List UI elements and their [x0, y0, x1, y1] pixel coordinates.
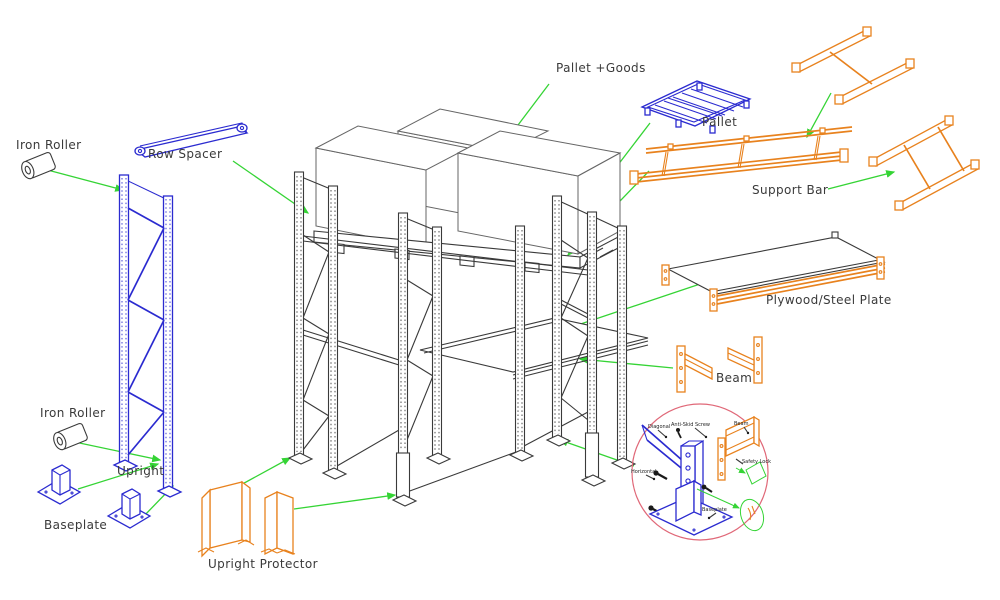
upright-protector-drawing: [197, 480, 296, 558]
detail-label-diagonal: Diagonal: [648, 424, 671, 430]
upright-frame-drawing: [112, 174, 183, 498]
label-iron-roller-bottom: Iron Roller: [40, 406, 106, 420]
detail-label-safety-lock: Safety Lock: [742, 459, 771, 465]
label-support-bar: Support Bar: [752, 183, 829, 197]
rack-shelf-plates: [419, 317, 649, 373]
plywood-plate-drawing: [661, 231, 886, 312]
detail-label-horizontal: Horizontal: [631, 469, 657, 475]
label-beam: Beam: [716, 371, 753, 385]
label-iron-roller-top: Iron Roller: [16, 138, 82, 152]
label-baseplate: Baseplate: [44, 518, 108, 532]
pallet-drawing: [640, 80, 752, 134]
support-bar-drawing: [629, 26, 980, 211]
baseplate-drawing: [36, 464, 152, 529]
row-spacer-drawing: [134, 122, 249, 158]
label-upright-protector: Upright Protector: [208, 557, 318, 571]
label-pallet-goods: Pallet +Goods: [556, 61, 646, 75]
label-pallet: Pallet: [702, 115, 738, 129]
label-upright: Upright: [117, 464, 165, 478]
connection-detail-circle: [631, 403, 769, 541]
detail-label-beam: Beam: [734, 421, 749, 427]
detail-label-baseplate: Baseplate: [702, 507, 727, 513]
label-row-spacer: Row Spacer: [148, 147, 223, 161]
rack-structure-drawing: [287, 171, 649, 507]
goods-boxes-drawing: [314, 108, 622, 255]
beam-connector-drawing: [676, 336, 763, 393]
detail-label-anti-skid-screw: Anti-Skid Screw: [671, 422, 710, 428]
iron-roller-bottom-icon: [53, 423, 88, 451]
iron-roller-top-icon: [21, 152, 56, 180]
label-plywood-steel-plate: Plywood/Steel Plate: [766, 293, 892, 307]
